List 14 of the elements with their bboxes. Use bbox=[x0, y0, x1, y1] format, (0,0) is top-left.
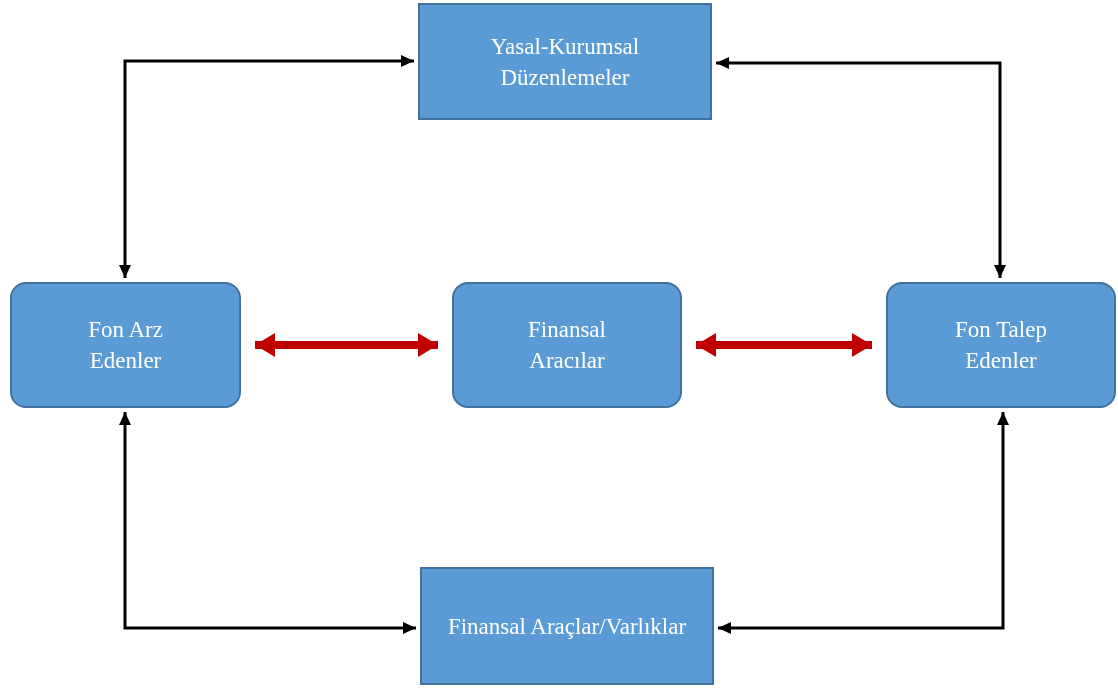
double-arrow bbox=[716, 57, 1006, 278]
process-box bbox=[10, 282, 241, 408]
node-label: Yasal-Kurumsal Düzenlemeler bbox=[489, 32, 641, 92]
double-arrow bbox=[119, 55, 414, 278]
process-box bbox=[418, 3, 712, 120]
node-label: Finansal Araçlar/Varlıklar bbox=[446, 612, 688, 641]
process-box bbox=[886, 282, 1116, 408]
double-arrow bbox=[718, 412, 1009, 634]
double-arrow bbox=[119, 412, 416, 634]
node-label: Finansal Aracılar bbox=[527, 316, 607, 375]
node-label: Fon Arz Edenler bbox=[87, 316, 164, 375]
node-label: Fon Talep Edenler bbox=[954, 316, 1048, 375]
process-box bbox=[452, 282, 682, 408]
process-box bbox=[420, 567, 714, 685]
